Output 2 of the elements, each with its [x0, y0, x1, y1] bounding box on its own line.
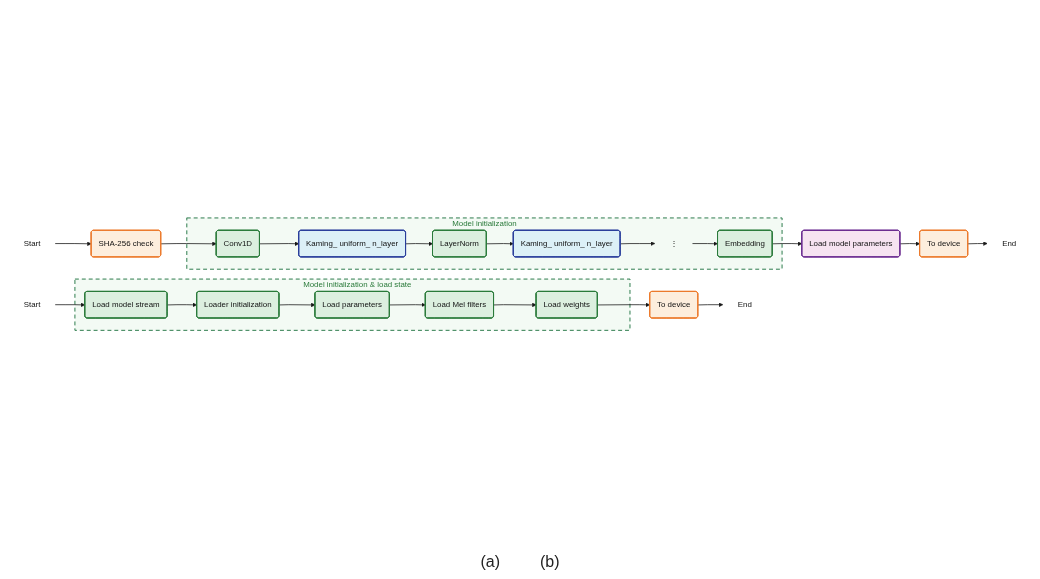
panel-label: (b): [540, 553, 560, 571]
panel-label: (a): [480, 553, 500, 571]
